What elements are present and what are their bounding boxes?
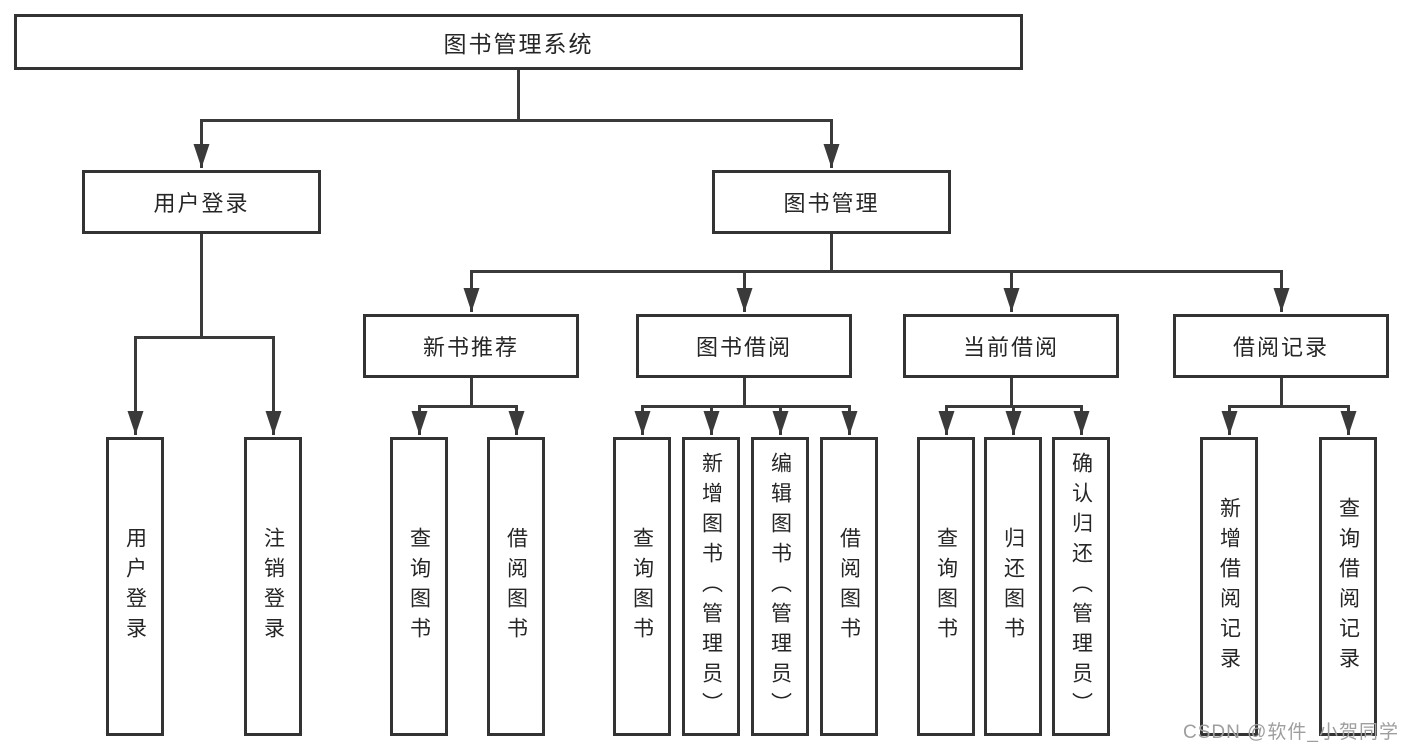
leaf-logout-login-label: 注销登录: [261, 526, 285, 647]
node-book-borrow: 图书借阅: [636, 314, 852, 378]
leaf-query-book-borrow-label: 查询图书: [630, 526, 654, 647]
leaf-query-book-borrow: 查询图书: [613, 437, 671, 736]
leaf-confirm-return-admin-label: 确认归还（管理员）: [1069, 451, 1093, 722]
leaf-query-book-current-label: 查询图书: [934, 526, 958, 647]
leaf-user-login: 用户登录: [106, 437, 164, 736]
leaf-query-borrow-record-label: 查询借阅记录: [1336, 496, 1360, 677]
node-root: 图书管理系统: [14, 14, 1023, 70]
node-borrow-records: 借阅记录: [1173, 314, 1389, 378]
watermark: CSDN @软件_小贺同学: [1183, 722, 1399, 743]
node-new-book-recommend-label: 新书推荐: [422, 335, 519, 360]
leaf-user-login-label: 用户登录: [123, 526, 147, 647]
leaf-add-borrow-record: 新增借阅记录: [1200, 437, 1258, 736]
leaf-add-book-admin-label: 新增图书（管理员）: [699, 451, 723, 722]
leaf-return-book-label: 归还图书: [1001, 526, 1025, 647]
node-book-borrow-label: 图书借阅: [695, 335, 792, 360]
node-current-borrow-label: 当前借阅: [962, 335, 1059, 360]
leaf-borrow-book-recommend: 借阅图书: [487, 437, 545, 736]
leaf-logout-login: 注销登录: [244, 437, 302, 736]
leaf-edit-book-admin-label: 编辑图书（管理员）: [768, 451, 792, 722]
leaf-borrow-book-recommend-label: 借阅图书: [504, 526, 528, 647]
leaf-add-borrow-record-label: 新增借阅记录: [1217, 496, 1241, 677]
node-new-book-recommend: 新书推荐: [363, 314, 579, 378]
node-user-login: 用户登录: [82, 170, 321, 234]
leaf-query-book-recommend-label: 查询图书: [407, 526, 431, 647]
node-user-login-label: 用户登录: [153, 191, 250, 216]
leaf-query-borrow-record: 查询借阅记录: [1319, 437, 1377, 736]
leaf-confirm-return-admin: 确认归还（管理员）: [1052, 437, 1110, 736]
leaf-borrow-book-label: 借阅图书: [837, 526, 861, 647]
leaf-edit-book-admin: 编辑图书（管理员）: [751, 437, 809, 736]
node-current-borrow: 当前借阅: [903, 314, 1119, 378]
leaf-return-book: 归还图书: [984, 437, 1042, 736]
leaf-borrow-book: 借阅图书: [820, 437, 878, 736]
node-root-label: 图书管理系统: [443, 31, 594, 57]
leaf-query-book-current: 查询图书: [917, 437, 975, 736]
node-borrow-records-label: 借阅记录: [1232, 335, 1329, 360]
leaf-add-book-admin: 新增图书（管理员）: [682, 437, 740, 736]
node-book-management-label: 图书管理: [783, 191, 880, 216]
node-book-management: 图书管理: [712, 170, 951, 234]
leaf-query-book-recommend: 查询图书: [390, 437, 448, 736]
